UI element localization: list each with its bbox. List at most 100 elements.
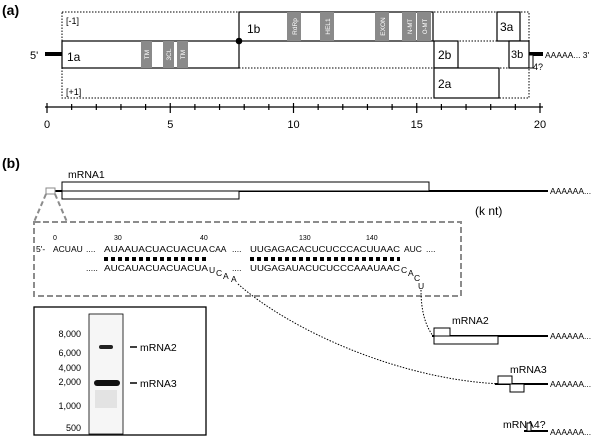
ladder-label-4: 1,000 <box>58 401 81 411</box>
seq-bot-loop2-a: A <box>408 268 414 278</box>
orf-1b-label: 1b <box>247 22 261 36</box>
genome-5utr <box>45 52 62 56</box>
omt-domain <box>417 12 431 41</box>
panel-b: (b) mRNA1 AAAAAA... (k nt) 0 30 40 130 1… <box>2 155 591 437</box>
seq-top-auc: AUC <box>404 244 422 254</box>
seq-bot-loop1-u: U <box>209 265 215 275</box>
exon-domain-label: EXON <box>380 17 387 36</box>
orf-3a-label: 3a <box>500 20 514 34</box>
kb-unit-label: (k nt) <box>475 204 502 218</box>
orf-4-box <box>528 54 534 69</box>
blot-band-label-top: mRNA2 <box>140 342 177 354</box>
3cl-domain-label: 3CL <box>166 48 173 60</box>
seq-bot-right: UUGAGAUACUCUCCCAAAUAAC <box>250 263 400 273</box>
leader-link-to-mrna3 <box>237 283 503 385</box>
mrna4-label: mRNA4? <box>503 419 546 431</box>
poly-a-tail-label: AAAAA... 3' <box>545 50 590 60</box>
axis-tick-label-3: 15 <box>411 119 423 131</box>
tm-domain-1-label: TM <box>144 50 151 59</box>
zoom-connector-left <box>32 193 48 223</box>
axis-tick-label-0: 0 <box>44 119 50 131</box>
hel1-domain-label: HEL1 <box>325 18 332 35</box>
pos-40: 40 <box>200 235 208 242</box>
pos-130: 130 <box>299 235 311 242</box>
nmt-domain-label: N-MT <box>408 19 414 34</box>
mrna2-orf-bottom <box>433 335 499 345</box>
omt-domain-label: O-MT <box>423 19 429 35</box>
tm-domain-2-label: TM <box>180 50 187 59</box>
seq-bot-loop1-a2: A <box>231 274 237 284</box>
blot-smear <box>95 390 117 408</box>
ladder-label-3: 2,000 <box>58 377 81 387</box>
scale-axis-ticks: 0 5 10 15 20 <box>44 103 546 131</box>
seq-bot-dots-1: ..... <box>86 263 98 273</box>
zoom-connector-right <box>54 193 68 223</box>
nmt-domain <box>402 12 416 41</box>
orf-1b-box <box>238 11 434 42</box>
exon-domain <box>375 12 389 41</box>
3cl-domain <box>163 41 174 68</box>
ladder-label-1: 6,000 <box>58 348 81 358</box>
mrna3-label: mRNA3 <box>510 364 547 376</box>
seq-bot-dots-2: .... <box>232 263 241 273</box>
seq-bot-loop2-u: U <box>418 281 424 291</box>
seq-bot-loop1-c: C <box>216 268 222 278</box>
mrna4-orf <box>526 422 532 432</box>
mrna3-orf-top <box>497 375 513 385</box>
tm-domain-2 <box>177 41 188 68</box>
seq-top-start: ACUAU <box>53 244 83 254</box>
rdrp-domain-label: RdRp <box>292 18 299 35</box>
orf-4-label: 4? <box>533 62 543 72</box>
orf-2a-box <box>433 67 500 99</box>
frame-minus1-label: [-1] <box>66 16 79 26</box>
frame-plus1-label: [+1] <box>66 87 81 97</box>
panel-a: (a) [-1] [+1] 5' AAAAA... 3' 1a TM 3CL T… <box>2 2 590 131</box>
mrna1-label: mRNA1 <box>68 169 105 181</box>
seq-top-caa: CAA <box>209 244 227 254</box>
genome-3utr <box>529 52 543 56</box>
orf-2a-label: 2a <box>438 77 452 91</box>
seq-bot-loop2-c1: C <box>401 265 407 275</box>
orf-3b-label: 3b <box>511 49 523 61</box>
panel-a-label: (a) <box>2 2 19 18</box>
rdrp-domain <box>287 12 301 41</box>
mrna2-tail: AAAAAA... <box>550 331 591 341</box>
orf-1a-label: 1a <box>67 50 81 64</box>
blot-band-mrna2 <box>99 345 113 349</box>
tm-domain-1 <box>141 41 152 68</box>
sequence-zoom-box <box>33 221 462 297</box>
pos-0: 0 <box>53 235 57 242</box>
mrna3-tail: AAAAAA... <box>550 379 591 389</box>
blot-lane <box>88 313 124 435</box>
seq-bot-left: AUCAUACUACUACUA <box>104 263 208 273</box>
mrna2-orf-top <box>433 327 451 337</box>
seq-top-dots-2: .... <box>232 244 241 254</box>
axis-tick-label-2: 10 <box>287 119 299 131</box>
axis-tick-label-1: 5 <box>167 119 173 131</box>
pos-30: 30 <box>114 235 122 242</box>
panel-b-label: (b) <box>2 155 20 171</box>
seq-five-prime: 5'- <box>36 244 45 254</box>
ribosomal-frameshift-site <box>235 37 243 45</box>
seq-bot-loop2-c2: C <box>414 273 420 283</box>
mrna4-tail: AAAAAA... <box>550 427 591 437</box>
mrna1-orf-bottom <box>61 190 240 200</box>
mrna1-tail: AAAAAA... <box>550 186 591 196</box>
five-prime-label: 5' <box>30 50 38 62</box>
seq-top-dots-3: .... <box>426 244 435 254</box>
mrna1-orf-top <box>61 181 430 192</box>
seq-top-dots-1: .... <box>86 244 95 254</box>
mrna3-orf-bottom <box>509 383 525 393</box>
seq-top-right: UUGAGACACUCUCCCACUUAAC <box>250 244 400 254</box>
pos-140: 140 <box>366 235 378 242</box>
ladder-label-0: 8,000 <box>58 329 81 339</box>
axis-tick-label-4: 20 <box>534 119 546 131</box>
seq-top-left: AUAAUACUACUACUA <box>104 244 208 254</box>
hel1-domain <box>320 12 334 41</box>
orf-2b-box <box>433 40 459 69</box>
mrna2-label: mRNA2 <box>452 315 489 327</box>
blot-band-label-bottom: mRNA3 <box>140 378 177 390</box>
frame-plus1-box <box>61 67 530 99</box>
